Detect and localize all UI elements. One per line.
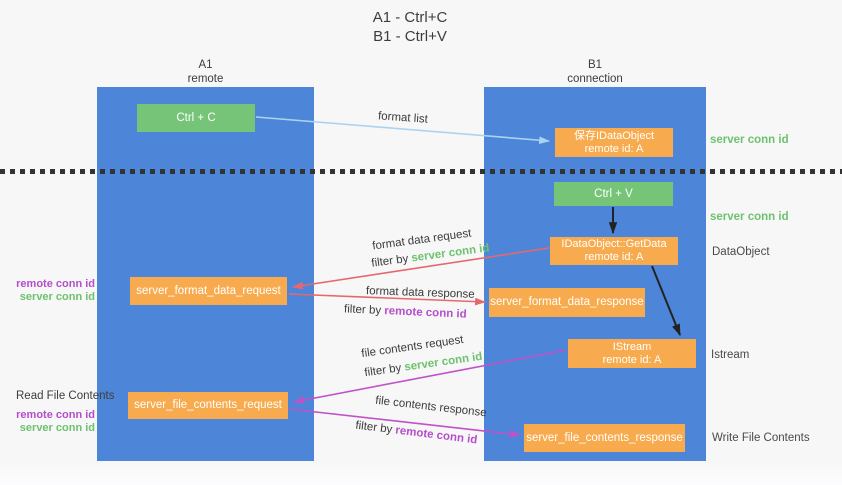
column-header-a1: A1 remote [97,59,314,86]
box-server-format-data-request: server_format_data_request [130,277,287,305]
box-server-file-contents-request-label: server_file_contents_request [134,399,282,411]
remote-conn-id-label: remote conn id [16,409,95,421]
box-ctrl-v: Ctrl + V [554,182,673,206]
box-istream: IStream remote id: A [568,339,696,368]
column-b1-name: B1 [587,59,603,71]
filter-by-text: filter by [370,252,413,270]
server-conn-id-label: server conn id [19,421,95,434]
box-idataobject-getdata: IDataObject::GetData remote id: A [550,237,678,265]
left-conn-id-pair-1: remote conn id server conn id [10,278,95,303]
server-conn-id-label: server conn id [19,290,95,303]
column-a1-name: A1 [198,59,213,71]
box-server-file-contents-response: server_file_contents_response [524,424,685,452]
column-b1-subtitle: connection [567,72,623,85]
box-save-idataobject-line1: 保存IDataObject [573,129,655,142]
box-server-file-contents-request: server_file_contents_request [128,392,288,419]
label-istream: Istream [711,349,750,361]
box-server-format-data-response: server_format_data_response [489,288,645,317]
label-filter-by-remote-conn-id-1: filter by remote conn id [344,303,467,320]
box-istream-line1: IStream [612,340,652,353]
title-line-2: B1 - Ctrl+V [373,28,447,45]
label-write-file-contents: Write File Contents [712,432,810,444]
box-ctrl-v-label: Ctrl + V [594,187,633,200]
filter-by-text: filter by [343,303,385,318]
label-filter-by-remote-conn-id-2: filter by remote conn id [355,420,478,447]
phase-separator-dotted-line [0,169,842,174]
column-a1-subtitle: remote [187,72,224,85]
label-format-list: format list [377,110,429,126]
column-header-b1: B1 connection [484,59,706,86]
diagram-title: A1 - Ctrl+C B1 - Ctrl+V [320,8,500,46]
box-save-idataobject-line2: remote id: A [584,142,644,155]
box-server-file-contents-response-label: server_file_contents_response [526,431,683,444]
filter-by-text: filter by [363,361,406,380]
right-server-conn-id-2: server conn id [710,211,789,223]
filter-by-text: filter by [354,419,397,437]
box-ctrl-c-label: Ctrl + C [176,111,216,124]
label-read-file-contents: Read File Contents [16,390,115,402]
box-istream-line2: remote id: A [602,353,662,366]
box-save-idataobject: 保存IDataObject remote id: A [555,128,673,157]
box-ctrl-c: Ctrl + C [137,104,255,132]
label-dataobject: DataObject [712,246,770,258]
box-idataobject-getdata-line1: IDataObject::GetData [561,238,667,250]
server-conn-id-keyword: server conn id [403,350,484,374]
box-idataobject-getdata-line2: remote id: A [584,251,644,263]
box-server-format-data-response-label: server_format_data_response [490,296,644,308]
left-conn-id-pair-2: remote conn id server conn id [10,409,95,434]
remote-conn-id-label: remote conn id [16,278,95,290]
label-format-data-response: format data response [365,285,475,301]
remote-conn-id-keyword: remote conn id [384,305,467,321]
box-server-format-data-request-label: server_format_data_request [136,284,281,297]
title-line-1: A1 - Ctrl+C [372,9,448,26]
label-file-contents-response: file contents response [374,394,488,420]
remote-conn-id-keyword: remote conn id [394,424,478,447]
right-server-conn-id-1: server conn id [710,134,789,146]
